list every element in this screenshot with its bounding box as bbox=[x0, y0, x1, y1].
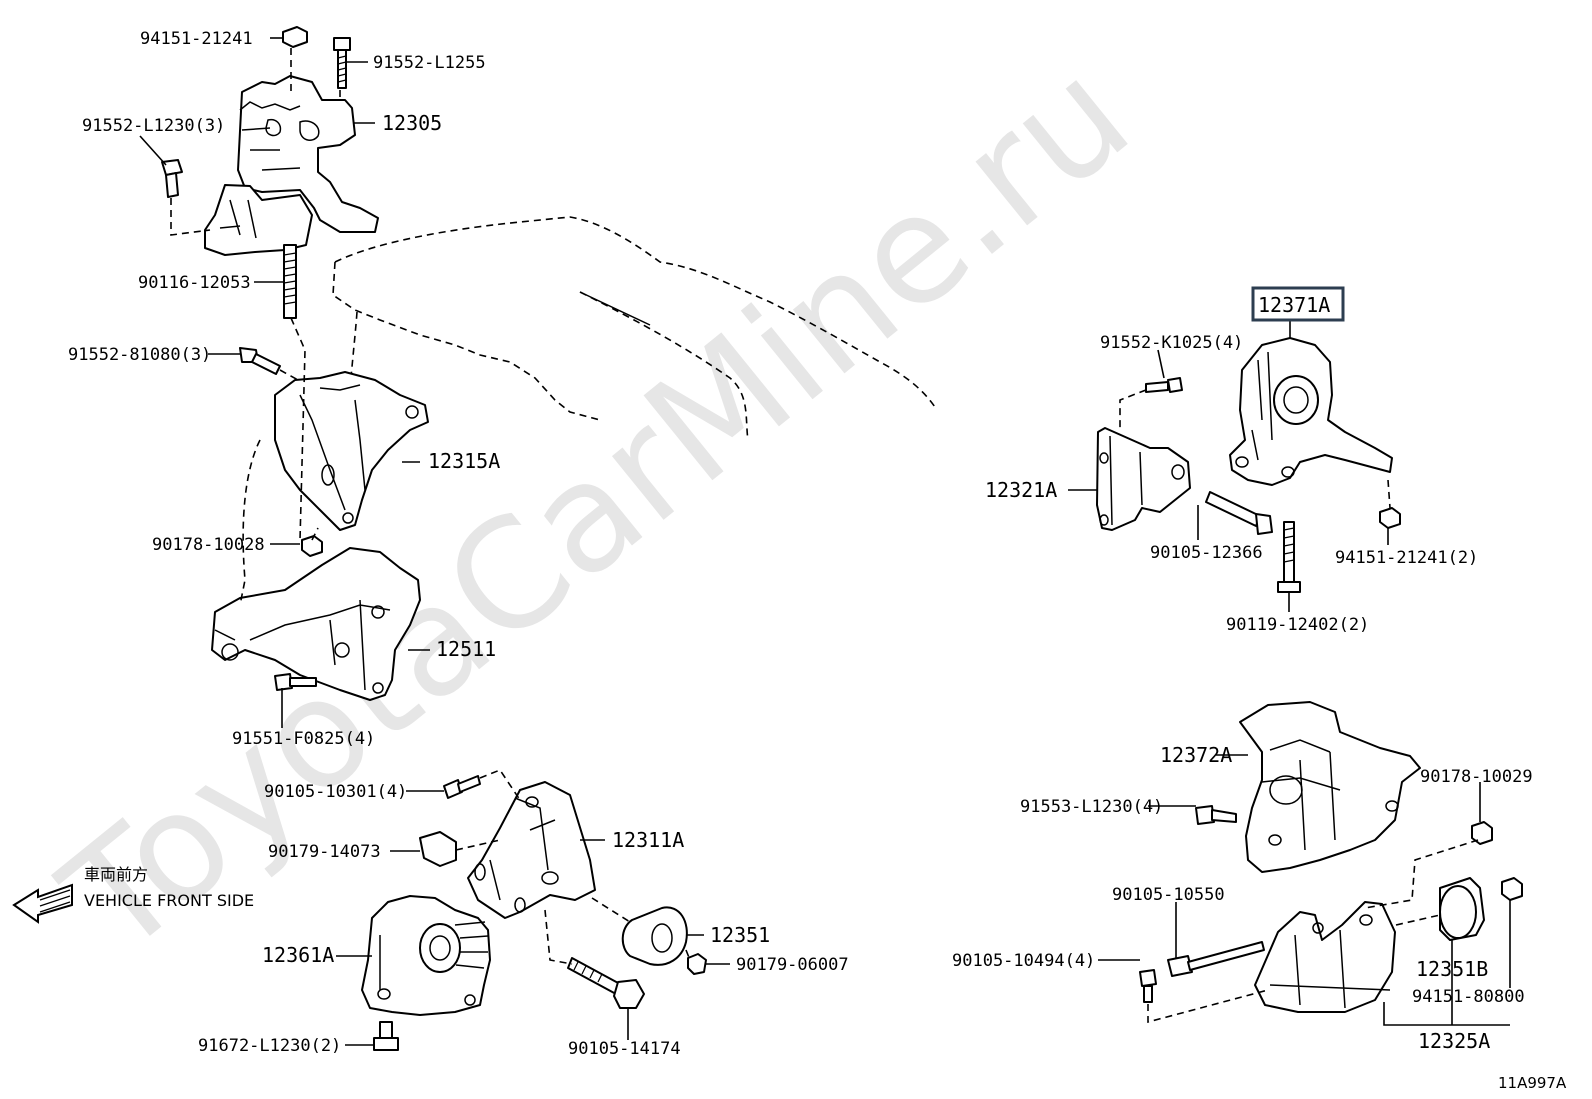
mount-12371a bbox=[1229, 337, 1401, 529]
label-90179-14073: 90179-14073 bbox=[268, 842, 381, 862]
label-12315a: 12315A bbox=[428, 449, 500, 473]
bracket-12315a bbox=[274, 371, 429, 557]
direction-label-jp: 車両前方 bbox=[84, 865, 148, 884]
label-12325a: 12325A bbox=[1418, 1029, 1490, 1053]
label-12371a: 12371A bbox=[1258, 293, 1330, 317]
nut-icon bbox=[282, 26, 308, 48]
bracket-12511 bbox=[211, 547, 421, 701]
label-91552-k1025: 91552-K1025(4) bbox=[1100, 333, 1243, 353]
watermark: ToyotaCarMine.ru bbox=[32, 28, 1161, 989]
label-91551-f0825: 91551-F0825(4) bbox=[232, 729, 375, 749]
bolt-91552-81080 bbox=[239, 347, 281, 375]
direction-label-en: VEHICLE FRONT SIDE bbox=[84, 891, 254, 910]
label-12351b: 12351B bbox=[1416, 957, 1488, 981]
label-12511: 12511 bbox=[436, 637, 496, 661]
label-90105-10301: 90105-10301(4) bbox=[264, 782, 407, 802]
left-dash-lines bbox=[170, 48, 691, 965]
label-12305: 12305 bbox=[382, 111, 442, 135]
label-12321a: 12321A bbox=[985, 478, 1057, 502]
mount-12372a bbox=[1195, 701, 1493, 873]
bracket-12325a bbox=[1139, 839, 1523, 1024]
vehicle-front-arrow bbox=[12, 883, 73, 924]
label-94151-80800: 94151-80800 bbox=[1412, 987, 1525, 1007]
labels: 94151-21241 91552-L1255 91552-L1230(3) 1… bbox=[68, 29, 1567, 1092]
label-12372a: 12372A bbox=[1160, 743, 1232, 767]
label-90178-10029: 90178-10029 bbox=[1420, 767, 1533, 787]
label-91553-l1230: 91553-L1230(4) bbox=[1020, 797, 1163, 817]
label-91552-l1230: 91552-L1230(3) bbox=[82, 116, 225, 136]
bracket-12321a bbox=[1096, 377, 1301, 593]
label-90179-06007: 90179-06007 bbox=[736, 955, 849, 975]
label-94151-21241-2: 94151-21241(2) bbox=[1335, 548, 1478, 568]
label-90105-10494: 90105-10494(4) bbox=[952, 951, 1095, 971]
mount-12361a bbox=[361, 895, 491, 1051]
label-90105-14174: 90105-14174 bbox=[568, 1039, 681, 1059]
highlight-box-12371a bbox=[1251, 286, 1345, 322]
label-12361a: 12361A bbox=[262, 943, 334, 967]
label-12351: 12351 bbox=[710, 923, 770, 947]
diagram-code: 11A997A bbox=[1498, 1074, 1567, 1092]
label-94151-21241: 94151-21241 bbox=[140, 29, 253, 49]
engine-mount-12305 bbox=[161, 26, 379, 319]
label-90119-12402: 90119-12402(2) bbox=[1226, 615, 1369, 635]
label-91672-l1230: 91672-L1230(2) bbox=[198, 1036, 341, 1056]
label-90105-12366: 90105-12366 bbox=[1150, 543, 1263, 563]
engine-outline bbox=[332, 216, 938, 441]
label-90105-10550: 90105-10550 bbox=[1112, 885, 1225, 905]
label-91552-l1255: 91552-L1255 bbox=[373, 53, 486, 73]
bracket-12311a bbox=[419, 775, 707, 1009]
label-90116-12053: 90116-12053 bbox=[138, 273, 251, 293]
label-91552-81080: 91552-81080(3) bbox=[68, 345, 211, 365]
label-90178-10028: 90178-10028 bbox=[152, 535, 265, 555]
leader-lines bbox=[139, 37, 1511, 1046]
label-12311a: 12311A bbox=[612, 828, 684, 852]
